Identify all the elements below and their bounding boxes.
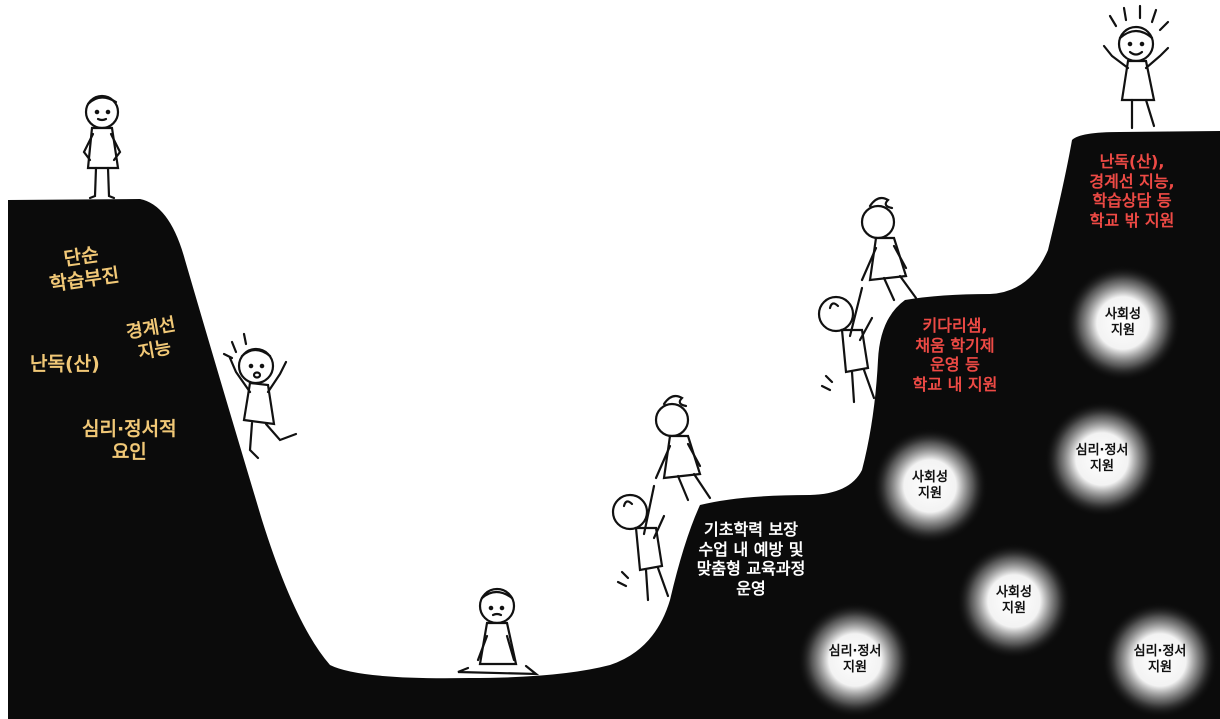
glow-social-2 [872,428,988,544]
glow-emotional-2 [797,602,913,718]
glow-label-social-3: 사회성 지원 [996,585,1032,616]
glow-emotional-1 [1044,401,1160,517]
label-borderline-intelligence: 경계선 지능 [124,314,178,364]
cheering-figure [1102,4,1170,130]
label-simple-underachievement: 단순 학습부진 [48,243,121,296]
glow-label-social-2: 사회성 지원 [912,470,948,501]
label-step1-in-class-support: 기초학력 보장 수업 내 예방 및 맞춤형 교육과정 운영 [696,520,806,598]
climbing-pair-1 [611,394,712,602]
climbing-pair-2 [817,196,918,404]
glow-social-1 [1065,265,1181,381]
sitting-figure [457,587,540,676]
label-emotional-factors: 심리·정서적 요인 [82,418,177,464]
glow-label-social-1: 사회성 지원 [1105,307,1141,338]
glow-label-emotional-3: 심리·정서 지원 [1133,644,1187,675]
glow-label-emotional-1: 심리·정서 지원 [1075,443,1129,474]
standing-figure [82,94,122,200]
falling-figure [222,332,298,460]
glow-label-emotional-2: 심리·정서 지원 [828,644,882,675]
label-dyslexia: 난독(산) [30,353,100,375]
glow-social-3 [956,543,1072,659]
terrain [8,131,1220,719]
label-step2-in-school-support: 키다리샘, 채움 학기제 운영 등 학교 내 지원 [912,316,998,394]
glow-emotional-3 [1102,602,1218,718]
label-step3-outside-school-support: 난독(산), 경계선 지능, 학습상담 등 학교 밖 지원 [1089,152,1175,230]
